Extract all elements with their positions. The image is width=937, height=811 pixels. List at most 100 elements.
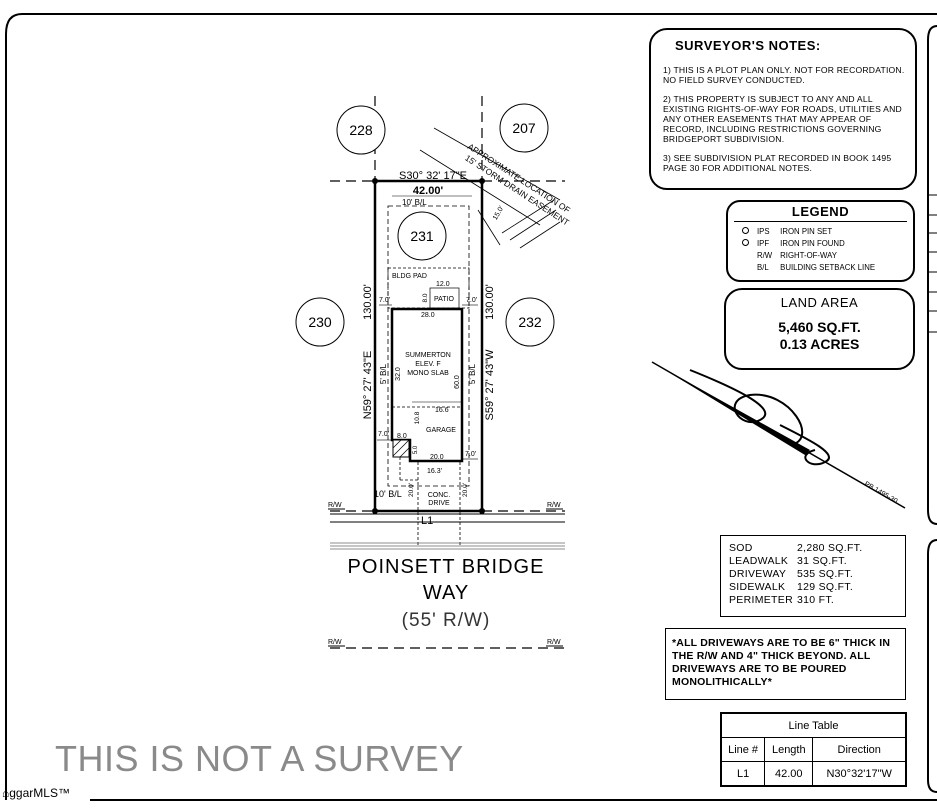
legend-title: LEGEND <box>734 204 907 222</box>
note-1: 1) THIS IS A PLOT PLAN ONLY. NOT FOR REC… <box>663 65 905 85</box>
rw-label-1: R/W <box>328 502 342 509</box>
line-table-header: Line # <box>720 737 766 762</box>
lot-boundary <box>373 179 484 513</box>
stat-label: SIDEWALK <box>729 581 786 593</box>
side-offset-right-2: 7.0' <box>465 451 476 458</box>
easement-width: 15.0' <box>492 205 506 221</box>
side-offset-right-1: 7.0' <box>466 297 477 304</box>
line-l1-label: L1 <box>421 515 433 527</box>
house-elevation: ELEV. F <box>415 361 440 368</box>
legend-panel: LEGEND IPS IRON PIN SET IPF IRON PIN FOUND… <box>726 200 915 282</box>
legend-desc: BUILDING SETBACK LINE <box>780 263 876 272</box>
dim-32: 32.0 <box>395 367 402 381</box>
rw-label-2: R/W <box>547 502 561 509</box>
line-table-header: Direction <box>812 737 906 762</box>
patio-depth: 8.0 <box>422 293 429 302</box>
stat-value: 310 FT. <box>796 594 835 606</box>
dim-20-0-left: 20.0' <box>408 483 415 497</box>
land-area-title: LAND AREA <box>780 295 859 310</box>
stat-label: SOD <box>729 542 753 554</box>
legend-code: IPS <box>757 227 770 236</box>
top-bearing: S30° 32' 17"E <box>399 170 467 182</box>
lot-231-label: 231 <box>410 228 434 244</box>
house-logo-icon: ⌂ <box>2 786 10 800</box>
conc-label: CONC. <box>428 492 451 499</box>
bldg-pad-label: BLDG PAD <box>392 273 427 280</box>
land-area-sqft: 5,460 SQ.FT. <box>778 319 861 335</box>
dim-10-8: 10.8 <box>414 411 421 424</box>
line-table-cell: 42.00 <box>764 761 814 786</box>
driveway-note: *ALL DRIVEWAYS ARE TO BE 6" THICK IN THE… <box>665 628 906 700</box>
surveyors-notes-title: SURVEYOR'S NOTES: <box>675 38 821 53</box>
dim-16-6: 16.6 <box>435 407 449 414</box>
lot-207-label: 207 <box>512 120 536 136</box>
stat-value: 31 SQ.FT. <box>796 555 847 567</box>
setback-top: 10' B/L <box>402 198 427 207</box>
line-table-cell: N30°32'17"W <box>812 761 906 786</box>
left-distance: 130.00' <box>362 284 374 320</box>
house-width: 28.0 <box>421 312 435 319</box>
dim-5-0: 5.0 <box>413 445 419 454</box>
lot-228-circle <box>336 105 386 155</box>
legend-desc: IRON PIN SET <box>780 227 833 236</box>
side-offset-left-2: 7.0' <box>378 431 389 438</box>
dim-8-0: 8.0 <box>397 433 407 440</box>
patio-label: PATIO <box>434 296 455 303</box>
street-name: POINSETT BRIDGE <box>347 556 545 578</box>
left-bearing: N59° 27' 43"E <box>362 351 374 420</box>
setback-right: 5' B/L <box>468 363 477 384</box>
dim-20-0: 20.0 <box>430 454 444 461</box>
ips-symbol-icon <box>742 227 749 234</box>
land-area-panel: LAND AREA 5,460 SQ.FT. 0.13 ACRES <box>724 288 915 370</box>
top-distance: 42.00' <box>413 185 444 197</box>
lot-231-circle <box>397 211 447 261</box>
house-model: SUMMERTON <box>405 352 451 359</box>
rw-label-3: R/W <box>328 639 342 646</box>
legend-code: IPF <box>757 239 770 248</box>
lot-228-label: 228 <box>349 122 373 138</box>
dim-20-0-right: 20.0' <box>462 483 469 497</box>
street-rw: (55' R/W) <box>401 610 491 631</box>
line-table-header: Length <box>764 737 814 762</box>
plat-book-ref: PB 1495-30 <box>863 481 899 506</box>
legend-code: R/W <box>757 251 773 260</box>
drive-label: DRIVE <box>428 500 450 507</box>
lot-230-circle <box>295 297 345 347</box>
north-arrow <box>651 361 906 509</box>
setback-left: 5' B/L <box>379 363 388 384</box>
right-distance: 130.00' <box>484 284 496 320</box>
stat-value: 2,280 SQ.FT. <box>796 542 863 554</box>
ipf-symbol-icon <box>742 239 749 246</box>
not-a-survey-disclaimer: THIS IS NOT A SURVEY <box>55 738 464 779</box>
legend-desc: IRON PIN FOUND <box>780 239 845 248</box>
note-3: 3) SEE SUBDIVISION PLAT RECORDED IN BOOK… <box>663 153 892 173</box>
line-table-title: Line Table <box>721 713 906 738</box>
rw-label-4: R/W <box>547 639 561 646</box>
street-suffix: WAY <box>422 582 470 604</box>
house-slab: MONO SLAB <box>407 370 449 377</box>
lot-230-label: 230 <box>308 314 332 330</box>
patio-width: 12.0 <box>436 281 450 288</box>
stat-label: PERIMETER <box>729 594 793 606</box>
note-2: 2) THIS PROPERTY IS SUBJECT TO ANY AND A… <box>663 94 902 144</box>
stat-label: LEADWALK <box>729 555 789 567</box>
side-offset-left-1: 7.0' <box>379 297 390 304</box>
legend-desc: RIGHT-OF-WAY <box>780 251 837 260</box>
area-stats-panel: SOD 2,280 SQ.FT. LEADWALK 31 SQ.FT. DRIVEW… <box>720 535 906 617</box>
stat-value: 535 SQ.FT. <box>796 568 854 580</box>
dim-16-3: 16.3' <box>427 468 442 475</box>
dim-60: 60.0 <box>454 375 461 389</box>
legend-code: B/L <box>757 263 769 272</box>
lot-207-circle <box>499 103 549 153</box>
right-bearing: S59° 27' 43"W <box>484 349 496 421</box>
lot-232-circle <box>505 297 555 347</box>
lot-232-label: 232 <box>518 314 542 330</box>
stat-label: DRIVEWAY <box>729 568 787 580</box>
stat-value: 129 SQ.FT. <box>796 581 854 593</box>
setback-bottom: 10' B/L <box>374 489 402 499</box>
mls-watermark: ⌂ggarMLS™ <box>2 786 70 800</box>
garage-label: GARAGE <box>426 427 456 434</box>
line-table-cell: L1 <box>720 761 766 786</box>
easement-label-2: 15' STORM DRAIN EASEMENT <box>463 153 571 228</box>
